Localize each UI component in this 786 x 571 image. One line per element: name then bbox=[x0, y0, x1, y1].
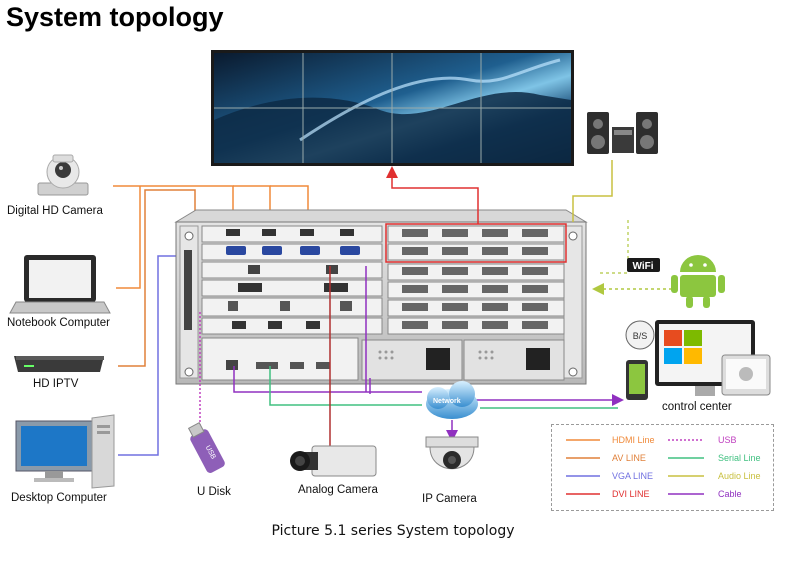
dvi-line-to-wall bbox=[386, 166, 479, 224]
legend-cable: Cable bbox=[718, 489, 742, 499]
wifi-badge: WiFi bbox=[627, 258, 660, 272]
hd-camera-label: Digital HD Camera bbox=[7, 205, 103, 217]
bs-badge-text: B/S bbox=[633, 331, 648, 341]
control-center-icon: B/S bbox=[625, 320, 771, 400]
figure-caption: Picture 5.1 series System topology bbox=[271, 523, 515, 539]
legend-audio: Audio Line bbox=[718, 471, 761, 481]
legend-serial: Serial Line bbox=[718, 453, 761, 463]
legend-dvi: DVI LINE bbox=[612, 489, 650, 499]
desktop-label: Desktop Computer bbox=[11, 492, 107, 504]
audio-line-to-speakers bbox=[572, 160, 613, 222]
analog-camera-label: Analog Camera bbox=[298, 484, 378, 496]
legend-usb: USB bbox=[718, 435, 737, 445]
network-cloud-icon bbox=[426, 381, 478, 419]
page-title: System topology bbox=[6, 2, 224, 32]
notebook-computer-icon bbox=[9, 255, 111, 314]
wifi-badge-text: WiFi bbox=[632, 261, 653, 272]
android-icon bbox=[671, 255, 725, 308]
iptv-label: HD IPTV bbox=[33, 378, 79, 390]
legend-hdmi: HDMI Line bbox=[612, 435, 655, 445]
analog-camera-icon bbox=[290, 445, 377, 477]
ip-camera-icon bbox=[425, 436, 479, 470]
notebook-label: Notebook Computer bbox=[7, 317, 110, 329]
desktop-computer-icon bbox=[15, 414, 115, 489]
video-wall bbox=[211, 50, 574, 166]
legend-av: AV LINE bbox=[612, 453, 646, 463]
control-center-label: control center bbox=[662, 401, 732, 413]
u-disk-icon bbox=[187, 422, 225, 473]
network-cloud-label: Network bbox=[433, 398, 461, 405]
output-cards bbox=[361, 223, 567, 381]
legend-vga: VGA LINE bbox=[612, 471, 654, 481]
udisk-label: U Disk bbox=[197, 486, 231, 498]
speaker-system-icon bbox=[587, 112, 658, 154]
input-cards bbox=[201, 225, 383, 381]
iptv-box-icon bbox=[14, 356, 104, 372]
bottom-cables bbox=[233, 266, 624, 442]
hd-camera-icon bbox=[37, 154, 89, 196]
legend-lines bbox=[566, 439, 704, 495]
legend: HDMI Line USB AV LINE Serial Line VGA LI… bbox=[551, 424, 774, 511]
ip-camera-label: IP Camera bbox=[422, 493, 477, 505]
